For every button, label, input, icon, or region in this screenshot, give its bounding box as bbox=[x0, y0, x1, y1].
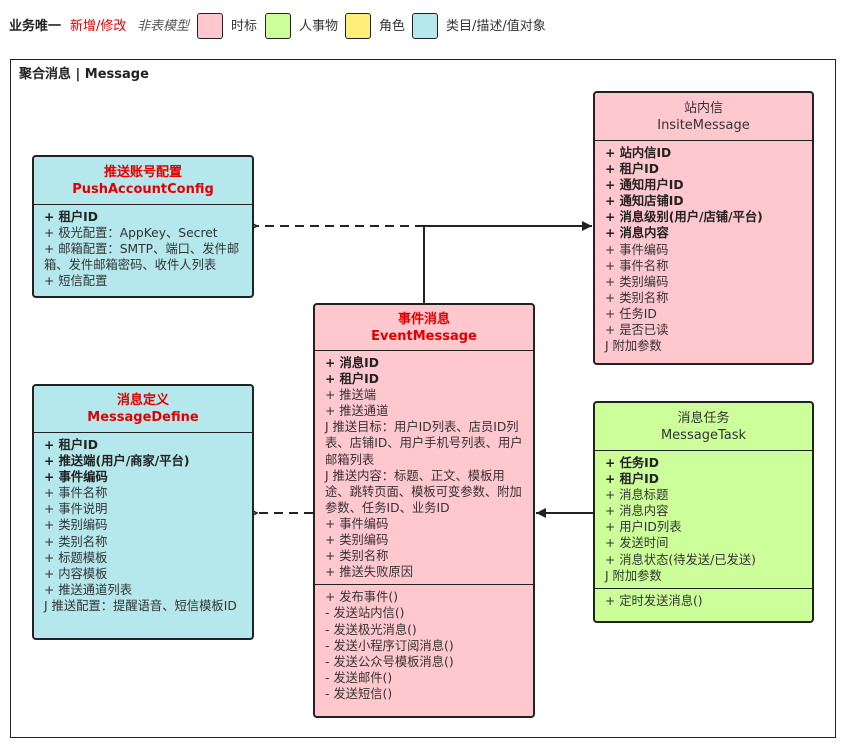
define-field: + 事件编码 bbox=[44, 470, 108, 485]
event-title-en: EventMessage bbox=[371, 328, 477, 344]
legend-label-person-thing: 人事物 bbox=[299, 19, 339, 34]
task-field: + 用户ID列表 bbox=[605, 520, 682, 535]
event-field: + 消息ID bbox=[325, 356, 379, 370]
event-method: - 发送极光消息() bbox=[325, 622, 417, 637]
insite-message-box[interactable]: 站内信 InsiteMessage + 站内信ID + 租户ID + 通知用户I… bbox=[593, 91, 814, 365]
aggregate-frame bbox=[10, 59, 836, 738]
legend-new-modified: 新增/修改 bbox=[70, 19, 127, 34]
insite-title-cn: 站内信 bbox=[683, 100, 723, 116]
event-field: + 推送失败原因 bbox=[325, 565, 413, 580]
event-field: + 类别编码 bbox=[325, 533, 389, 548]
define-field: + 推送通道列表 bbox=[44, 582, 132, 597]
insite-field: + 任务ID bbox=[605, 306, 657, 321]
task-field: J 附加参数 bbox=[605, 568, 662, 583]
push-account-field: + 短信配置 bbox=[44, 274, 108, 289]
event-field: J 推送目标：用户ID列表、店员ID列表、店铺ID、用户手机号列表、用户邮箱列表 bbox=[325, 420, 523, 467]
insite-field: J 附加参数 bbox=[605, 339, 662, 354]
define-field: + 标题模板 bbox=[44, 550, 108, 565]
legend-swatch-pink bbox=[197, 13, 223, 39]
insite-field: + 消息内容 bbox=[605, 226, 669, 241]
task-title-cn: 消息任务 bbox=[677, 410, 730, 426]
define-field: + 推送端(用户/商家/平台) bbox=[44, 454, 190, 469]
insite-field: + 站内信ID bbox=[605, 146, 672, 160]
insite-field: + 类别名称 bbox=[605, 290, 669, 305]
event-method: - 发送小程序订阅消息() bbox=[325, 638, 454, 653]
define-field: + 类别名称 bbox=[44, 534, 108, 549]
define-title-cn: 消息定义 bbox=[116, 393, 169, 408]
define-fields: + 租户ID + 推送端(用户/商家/平台) + 事件编码 + 事件名称 + 事… bbox=[34, 432, 252, 618]
task-methods: + 定时发送消息() bbox=[595, 587, 812, 613]
legend-non-table-model: 非表模型 bbox=[137, 19, 190, 34]
push-account-field: + 邮箱配置：SMTP、端口、发件邮箱、发件邮箱密码、收件人列表 bbox=[44, 242, 240, 273]
task-method: + 定时发送消息() bbox=[605, 593, 703, 608]
define-field: + 类别编码 bbox=[44, 518, 108, 533]
event-field: + 推送端 bbox=[325, 388, 377, 403]
task-title-en: MessageTask bbox=[660, 427, 747, 443]
event-field: + 事件编码 bbox=[325, 516, 389, 531]
event-method: - 发送短信() bbox=[325, 686, 393, 701]
insite-field: + 类别编码 bbox=[605, 274, 669, 289]
insite-field: + 通知店铺ID bbox=[605, 194, 684, 209]
event-field: + 租户ID bbox=[325, 372, 379, 387]
insite-field: + 通知用户ID bbox=[605, 178, 684, 193]
message-task-box[interactable]: 消息任务 MessageTask + 任务ID + 租户ID + 消息标题 + … bbox=[593, 401, 814, 623]
task-field: + 消息内容 bbox=[605, 504, 669, 519]
define-field: + 事件名称 bbox=[44, 486, 108, 501]
insite-title-en: InsiteMessage bbox=[657, 117, 750, 133]
insite-field: + 是否已读 bbox=[605, 323, 669, 338]
legend-label-time: 时标 bbox=[231, 19, 258, 34]
task-field: + 任务ID bbox=[605, 456, 659, 470]
message-define-box[interactable]: 消息定义 MessageDefine + 租户ID + 推送端(用户/商家/平台… bbox=[32, 384, 254, 640]
push-account-title-cn: 推送账号配置 bbox=[103, 164, 182, 180]
event-method: - 发送公众号模板消息() bbox=[325, 654, 454, 669]
task-field: + 租户ID bbox=[605, 472, 659, 487]
insite-field: + 租户ID bbox=[605, 162, 659, 177]
legend-label-role: 角色 bbox=[379, 19, 406, 34]
legend-business-unique: 业务唯一 bbox=[9, 19, 62, 34]
task-field: + 发送时间 bbox=[605, 536, 669, 551]
define-field: + 内容模板 bbox=[44, 566, 108, 581]
event-method: - 发送站内信() bbox=[325, 606, 405, 621]
task-field: + 消息标题 bbox=[605, 488, 669, 503]
aggregate-frame-title: 聚合消息 | Message bbox=[19, 67, 149, 82]
event-field: + 推送通道 bbox=[325, 404, 389, 419]
legend-label-category: 类目/描述/值对象 bbox=[446, 19, 546, 34]
event-field: J 推送内容：标题、正文、模板用途、跳转页面、模板可变参数、附加参数、任务ID、… bbox=[325, 468, 522, 515]
legend-swatch-yellow bbox=[345, 13, 371, 39]
push-account-title-en: PushAccountConfig bbox=[72, 181, 214, 197]
push-account-field: + 极光配置：AppKey、Secret bbox=[44, 226, 218, 241]
legend-swatch-cyan bbox=[412, 13, 438, 39]
task-fields: + 任务ID + 租户ID + 消息标题 + 消息内容 + 用户ID列表 + 发… bbox=[595, 450, 812, 588]
define-field: + 事件说明 bbox=[44, 502, 108, 517]
legend-swatch-green bbox=[265, 13, 291, 39]
event-fields: + 消息ID + 租户ID + 推送端 + 推送通道 J 推送目标：用户ID列表… bbox=[315, 350, 533, 584]
event-title-cn: 事件消息 bbox=[397, 311, 450, 327]
event-methods: + 发布事件() - 发送站内信() - 发送极光消息() - 发送小程序订阅消… bbox=[315, 584, 533, 706]
event-method: + 发布事件() bbox=[325, 590, 398, 605]
insite-field: + 事件名称 bbox=[605, 258, 669, 273]
event-message-box[interactable]: 事件消息 EventMessage + 消息ID + 租户ID + 推送端 + … bbox=[313, 303, 535, 718]
insite-field: + 消息级别(用户/店铺/平台) bbox=[605, 210, 763, 225]
insite-fields: + 站内信ID + 租户ID + 通知用户ID + 通知店铺ID + 消息级别(… bbox=[595, 140, 812, 358]
insite-field: + 事件编码 bbox=[605, 242, 669, 257]
push-account-field: + 租户ID bbox=[44, 210, 98, 224]
push-account-fields: + 租户ID + 极光配置：AppKey、Secret + 邮箱配置：SMTP、… bbox=[34, 204, 252, 293]
define-field: J 推送配置：提醒语音、短信模板ID bbox=[44, 598, 237, 613]
push-account-config-box[interactable]: 推送账号配置 PushAccountConfig + 租户ID + 极光配置：A… bbox=[32, 155, 254, 298]
define-field: + 租户ID bbox=[44, 438, 98, 452]
define-title-en: MessageDefine bbox=[87, 410, 199, 425]
event-method: - 发送邮件() bbox=[325, 670, 393, 685]
task-field: + 消息状态(待发送/已发送) bbox=[605, 552, 756, 567]
event-field: + 类别名称 bbox=[325, 549, 389, 564]
